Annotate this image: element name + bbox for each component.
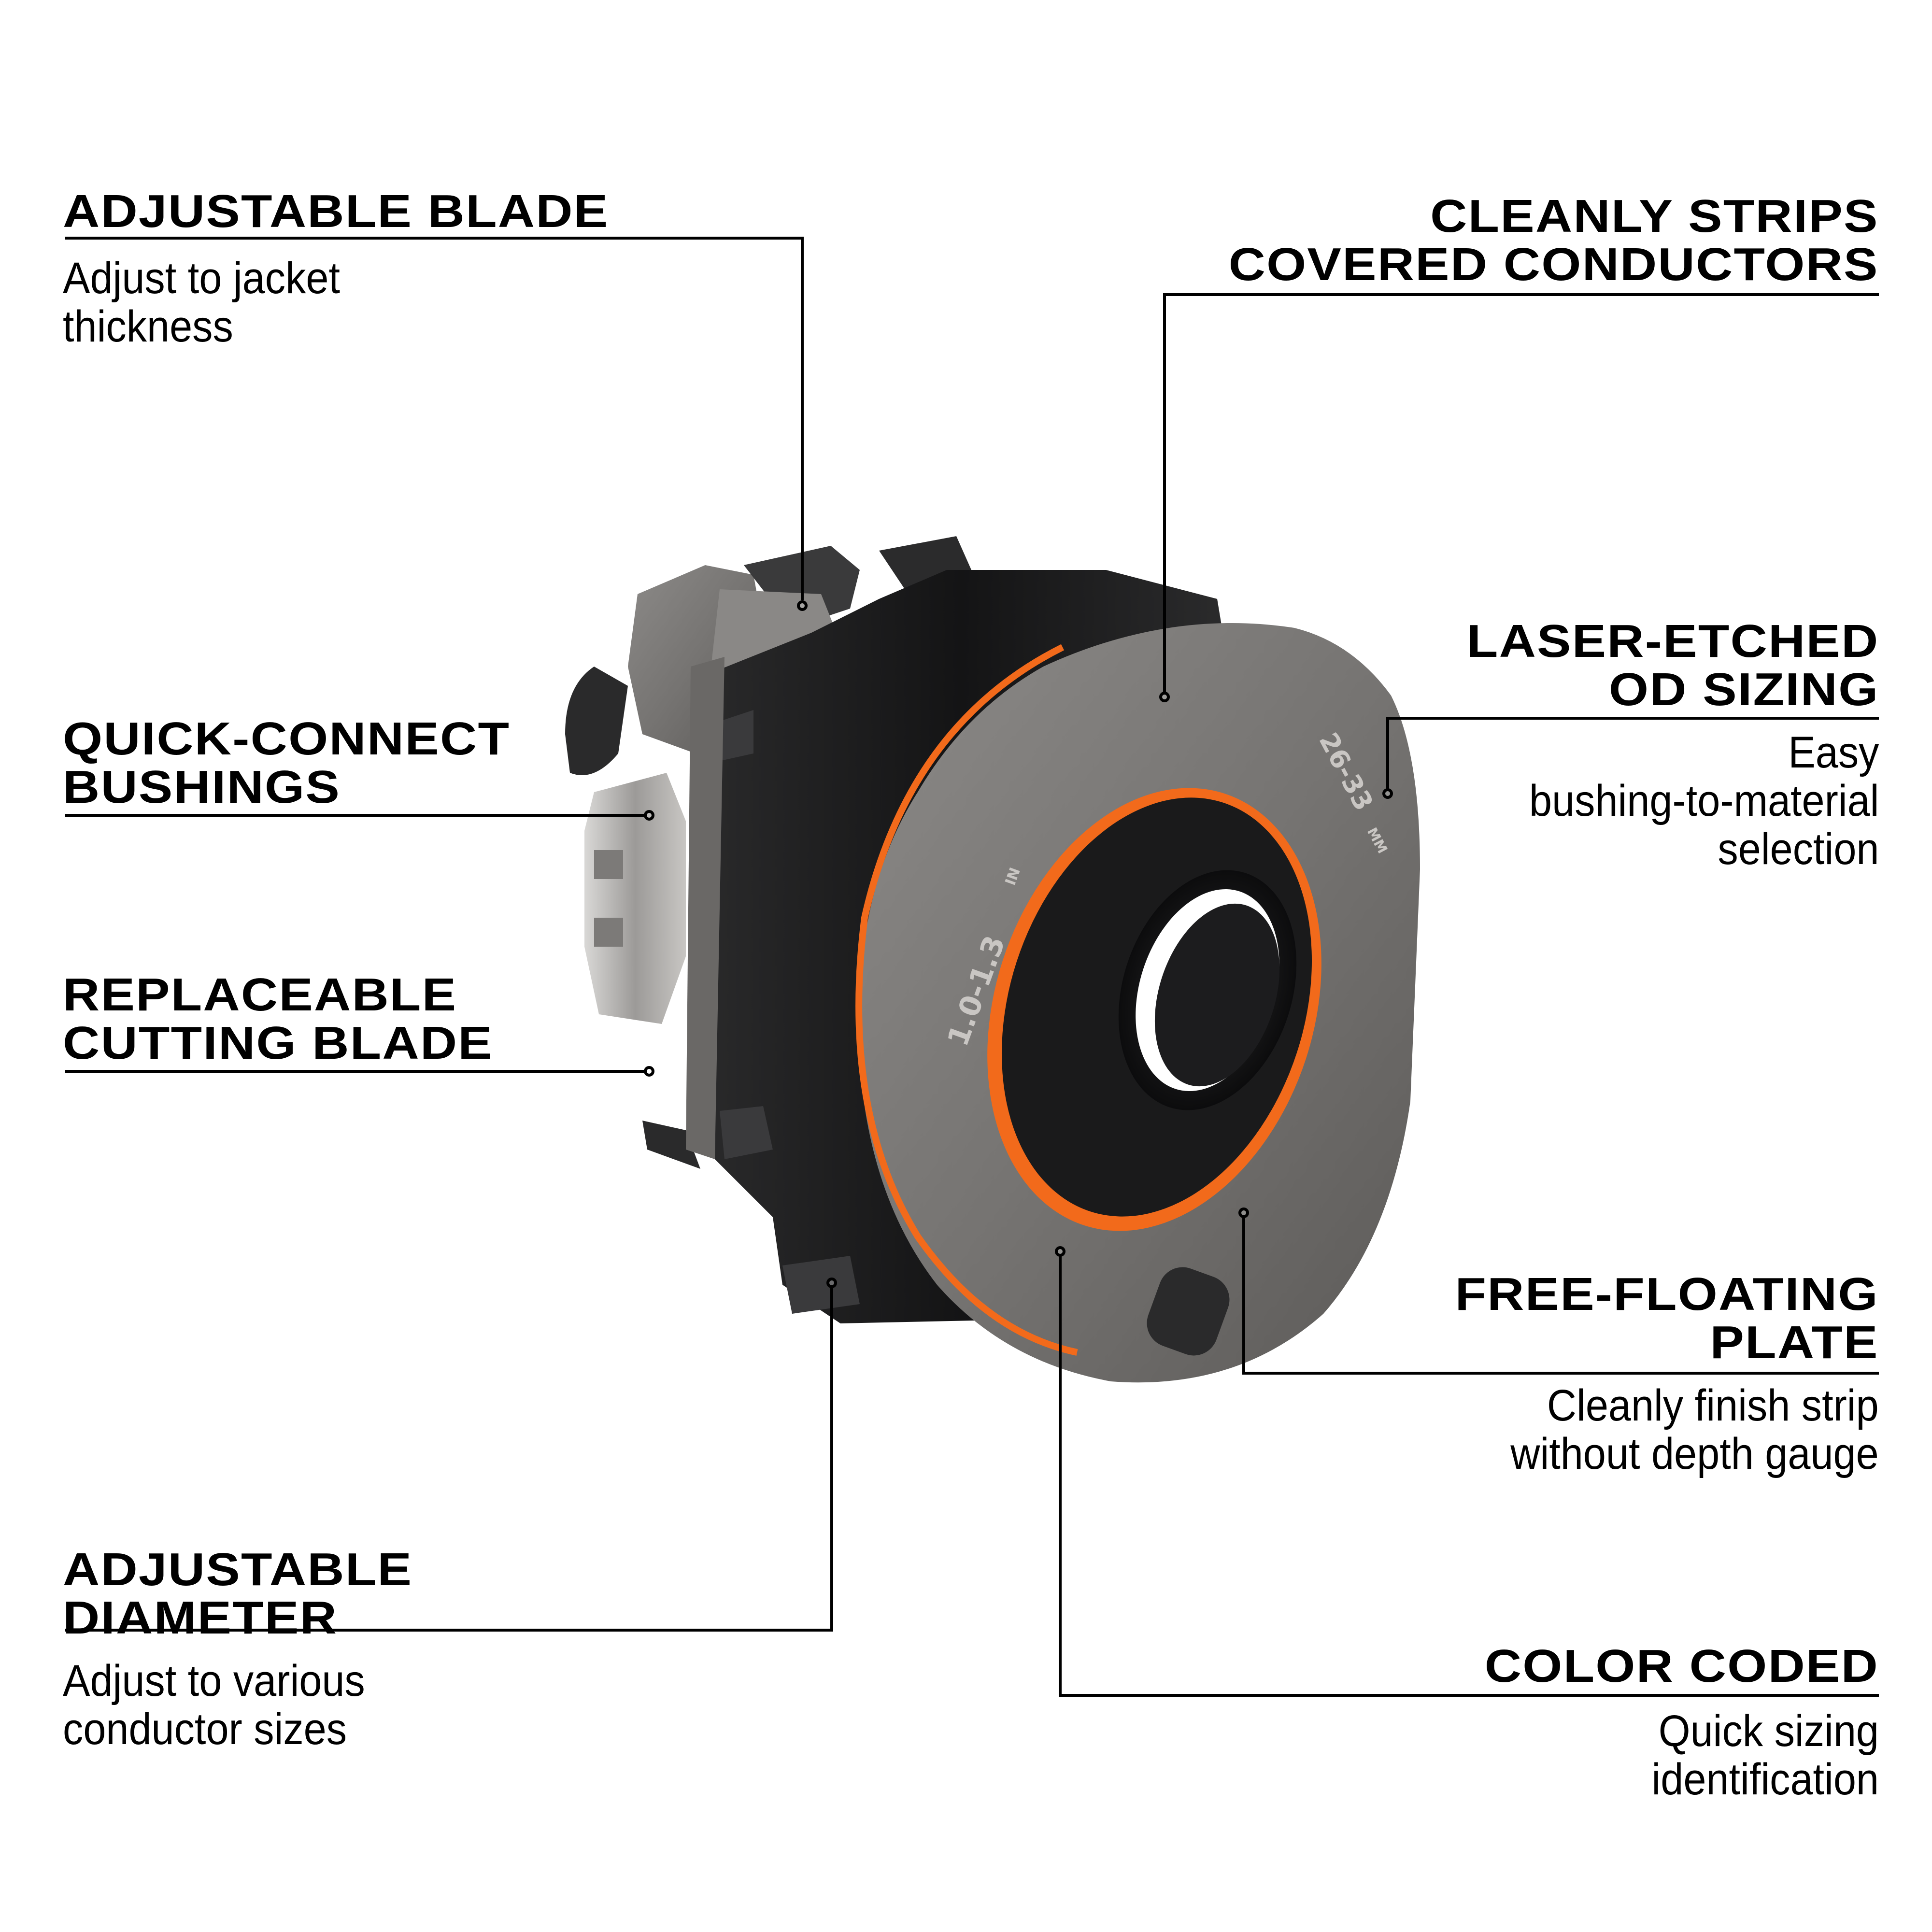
- desc-line: selection: [1717, 824, 1879, 874]
- desc-line: Easy: [1788, 728, 1879, 777]
- leader-line-cleanly-strips-h: [1163, 293, 1879, 296]
- leader-line-adjustable-blade-h: [65, 237, 803, 240]
- adjustment-ring: [686, 570, 1227, 1323]
- callout-heading: QUICK-CONNECT BUSHINGS: [63, 715, 510, 811]
- heading-line: DIAMETER: [63, 1592, 338, 1644]
- callout-free-floating: FREE-FLOATING PLATE Cleanly finish strip…: [1455, 1270, 1879, 1478]
- desc-line: bushing-to-material: [1529, 776, 1879, 825]
- callout-heading: FREE-FLOATING PLATE: [1438, 1270, 1879, 1367]
- connector-dot-laser-etched: [1382, 788, 1393, 799]
- leader-line-adjustable-blade-v: [801, 237, 804, 600]
- desc-line: Quick sizing: [1658, 1706, 1879, 1756]
- leader-line-quick-connect: [65, 814, 645, 817]
- heading-line: BUSHINGS: [63, 761, 341, 813]
- callout-heading: REPLACEABLE CUTTING BLADE: [63, 971, 493, 1067]
- connector-dot-quick-connect: [644, 810, 654, 821]
- connector-dot-replaceable-blade: [644, 1066, 654, 1077]
- leader-line-cleanly-strips-v: [1163, 293, 1166, 693]
- leader-line-free-floating-h: [1242, 1372, 1879, 1375]
- desc-line: identification: [1651, 1755, 1879, 1804]
- callout-desc: Cleanly finish strip without depth gauge: [1511, 1381, 1879, 1478]
- callout-laser-etched: LASER-ETCHED OD SIZING Easy bushing-to-m…: [1466, 617, 1879, 874]
- callout-adjustable-blade: ADJUSTABLE BLADE Adjust to jacket thickn…: [63, 187, 608, 351]
- heading-line: COVERED CONDUCTORS: [1228, 239, 1879, 290]
- callout-desc: Quick sizing identification: [1549, 1707, 1879, 1804]
- callout-heading: COLOR CODED: [1484, 1640, 1879, 1692]
- heading-line: LASER-ETCHED: [1466, 615, 1879, 667]
- leader-line-color-coded-h: [1059, 1694, 1879, 1697]
- callout-desc: Easy bushing-to-material selection: [1529, 728, 1879, 873]
- desc-line: conductor sizes: [63, 1705, 347, 1754]
- callout-adjustable-diameter: ADJUSTABLE DIAMETER Adjust to various co…: [63, 1546, 412, 1754]
- leader-line-color-coded-v: [1059, 1256, 1062, 1697]
- desc-line: Adjust to various: [63, 1656, 365, 1705]
- connector-dot-adjustable-diameter: [826, 1278, 837, 1288]
- front-housing: 1.0-1.3 IN 26-33 MM: [855, 623, 1420, 1383]
- callout-heading: CLEANLY STRIPS COVERED CONDUCTORS: [1229, 192, 1879, 289]
- leader-line-adjustable-diameter-h: [65, 1629, 833, 1632]
- connector-dot-cleanly-strips: [1159, 692, 1170, 702]
- heading-line: CLEANLY STRIPS: [1430, 190, 1879, 242]
- heading-line: ADJUSTABLE: [63, 1544, 413, 1595]
- callout-color-coded: COLOR CODED Quick sizing identification: [1485, 1642, 1879, 1804]
- callout-replaceable-blade: REPLACEABLE CUTTING BLADE: [63, 971, 492, 1067]
- desc-line: without depth gauge: [1510, 1429, 1879, 1478]
- leader-line-free-floating-v: [1242, 1217, 1245, 1375]
- desc-line: thickness: [63, 302, 233, 351]
- connector-dot-color-coded: [1055, 1246, 1065, 1257]
- heading-line: FREE-FLOATING: [1455, 1268, 1879, 1320]
- heading-line: REPLACEABLE: [63, 969, 457, 1021]
- heading-line: PLATE: [1710, 1317, 1879, 1368]
- leader-line-laser-etched-h: [1386, 717, 1879, 720]
- callout-desc: Adjust to jacket thickness: [63, 254, 519, 351]
- connector-dot-free-floating: [1238, 1208, 1249, 1218]
- leader-line-adjustable-diameter-v: [830, 1287, 833, 1632]
- callout-cleanly-strips: CLEANLY STRIPS COVERED CONDUCTORS: [1229, 192, 1879, 289]
- callout-desc: Adjust to various conductor sizes: [63, 1657, 365, 1753]
- leader-line-replaceable-blade: [65, 1070, 645, 1073]
- connector-dot-adjustable-blade: [797, 600, 808, 611]
- callout-heading: ADJUSTABLE BLADE: [63, 185, 609, 237]
- callout-heading: LASER-ETCHED OD SIZING: [1461, 617, 1879, 714]
- callout-heading: ADJUSTABLE DIAMETER: [63, 1546, 424, 1642]
- desc-line: Adjust to jacket: [63, 254, 340, 303]
- heading-line: OD SIZING: [1608, 664, 1879, 715]
- heading-line: CUTTING BLADE: [63, 1017, 493, 1069]
- leader-line-laser-etched-v: [1386, 717, 1389, 789]
- heading-line: QUICK-CONNECT: [63, 713, 511, 765]
- callout-quick-connect: QUICK-CONNECT BUSHINGS: [63, 715, 509, 811]
- desc-line: Cleanly finish strip: [1547, 1381, 1879, 1430]
